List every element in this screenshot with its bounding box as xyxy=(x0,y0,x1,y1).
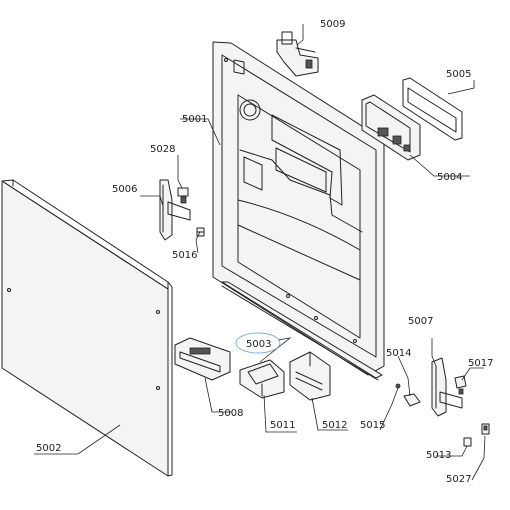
callout-5006: 5006 xyxy=(112,184,137,195)
callout-5005: 5005 xyxy=(446,69,471,80)
callout-5013: 5013 xyxy=(426,450,451,461)
callout-5008: 5008 xyxy=(218,408,243,419)
callout-5017: 5017 xyxy=(468,358,493,369)
part-latch xyxy=(174,337,231,381)
callout-5001: 5001 xyxy=(182,114,207,125)
callout-5007: 5007 xyxy=(408,316,433,327)
part-cap-5014 xyxy=(403,393,421,407)
part-right-hinge xyxy=(431,357,463,417)
part-left-hinge xyxy=(159,179,191,241)
callout-5004: 5004 xyxy=(437,172,462,183)
callout-5012: 5012 xyxy=(322,420,347,431)
callout-5016: 5016 xyxy=(172,250,197,261)
part-top-bracket xyxy=(276,31,319,77)
part-spring-clip xyxy=(239,359,285,399)
part-bolt-5027 xyxy=(481,423,490,435)
part-screw-5016 xyxy=(196,227,205,237)
part-clip-5028 xyxy=(177,187,189,204)
leader-lines xyxy=(34,24,486,481)
part-outer-door-panel xyxy=(1,179,173,477)
callout-5003: 5003 xyxy=(246,339,271,350)
part-bottom-trim-strip xyxy=(221,281,383,381)
callout-labels: 5009 5001 5005 5004 5028 5006 5016 5002 … xyxy=(36,19,493,485)
part-control-unit xyxy=(361,94,421,161)
part-clip-5017 xyxy=(454,375,467,395)
callout-5009: 5009 xyxy=(320,19,345,30)
callout-5014: 5014 xyxy=(386,348,411,359)
part-screw-5013 xyxy=(463,437,472,447)
part-label-plate xyxy=(289,351,331,401)
part-panel-bracket xyxy=(402,77,463,141)
highlight-5003 xyxy=(235,332,281,354)
callout-5011: 5011 xyxy=(270,420,295,431)
callout-5027: 5027 xyxy=(446,474,471,485)
part-inner-door-liner xyxy=(212,41,385,376)
callout-5028: 5028 xyxy=(150,144,175,155)
part-pin-5015 xyxy=(395,383,401,389)
callout-5002: 5002 xyxy=(36,443,61,454)
callout-5015: 5015 xyxy=(360,420,385,431)
